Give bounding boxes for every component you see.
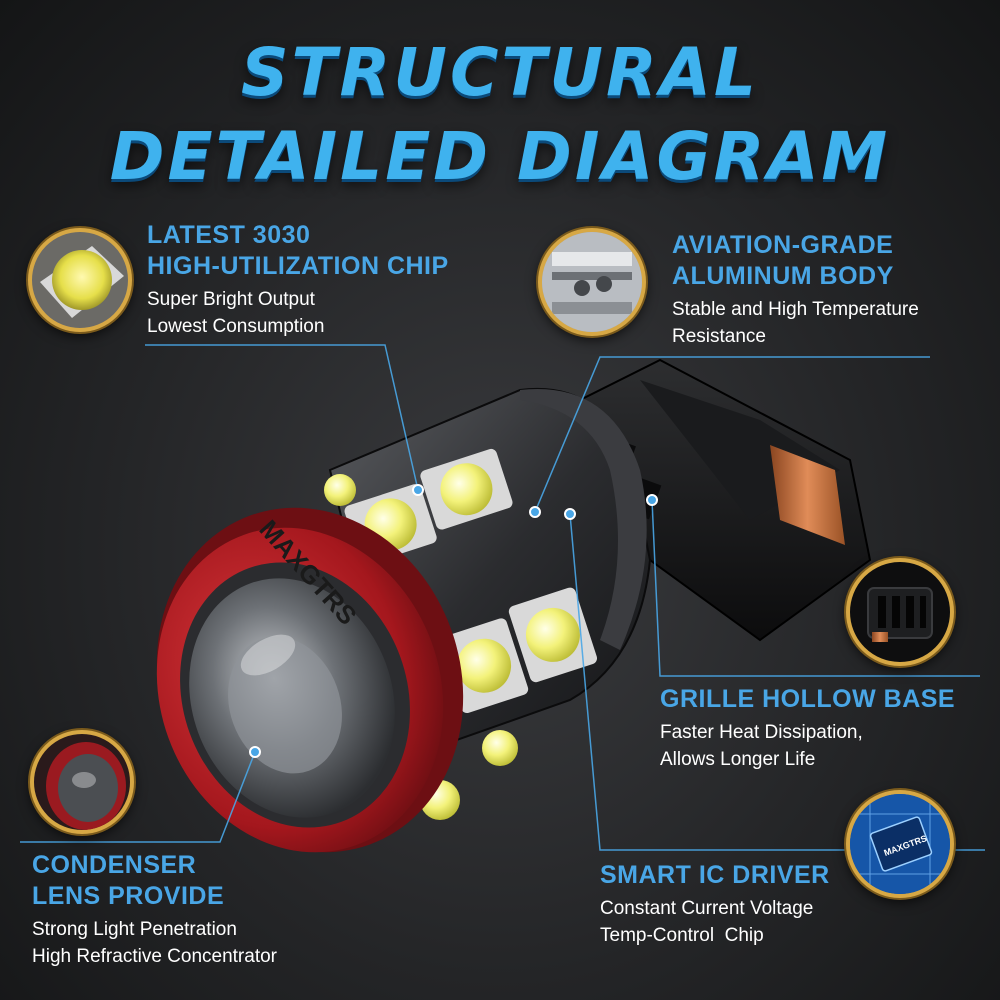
chip-thumbnail	[28, 228, 132, 332]
grille-icon	[867, 587, 933, 642]
title-line-1: STRUCTURAL	[241, 34, 759, 111]
body-title-2: ALUMINUM BODY	[672, 262, 894, 290]
callout-chip: LATEST 3030 HIGH-UTILIZATION CHIP Super …	[147, 220, 507, 340]
aluminum-body-thumbnail	[538, 228, 646, 336]
led-chips	[324, 448, 598, 820]
callout-condenser-lens: CONDENSER LENS PROVIDE Strong Light Pene…	[32, 850, 352, 970]
chip-desc-2: Lowest Consumption	[147, 316, 325, 337]
driver-desc-1: Constant Current Voltage	[600, 898, 814, 919]
chip-title-1: LATEST 3030	[147, 221, 311, 249]
ic-driver-thumbnail: MAXGTRS	[846, 790, 954, 898]
driver-desc-2: Temp-Control Chip	[600, 925, 764, 946]
chip-desc-1: Super Bright Output	[147, 289, 315, 310]
grille-base-thumbnail	[846, 558, 954, 666]
base-title-1: GRILLE HOLLOW BASE	[660, 685, 956, 713]
leader-dots	[249, 484, 658, 758]
lens-icon	[46, 742, 126, 830]
aluminum-fins-icon	[542, 232, 642, 332]
lens-title-1: CONDENSER	[32, 851, 197, 879]
driver-title-1: SMART IC DRIVER	[600, 861, 830, 889]
body-desc-2: Resistance	[672, 326, 766, 347]
chip-board-icon: MAXGTRS	[850, 794, 950, 894]
condenser-lens	[189, 578, 395, 818]
title-line-2: DETAILED DIAGRAM	[109, 118, 891, 195]
lens-desc-1: Strong Light Penetration	[32, 919, 237, 940]
body-title-1: AVIATION-GRADE	[672, 231, 894, 259]
lens-thumbnail	[30, 730, 134, 834]
base-desc-2: Allows Longer Life	[660, 749, 816, 770]
callout-grille-base: GRILLE HOLLOW BASE Faster Heat Dissipati…	[660, 684, 980, 773]
chip-icon	[40, 246, 124, 318]
chip-title-2: HIGH-UTILIZATION CHIP	[147, 252, 449, 280]
callout-aluminum-body: AVIATION-GRADE ALUMINUM BODY Stable and …	[672, 230, 992, 350]
lens-desc-2: High Refractive Concentrator	[32, 946, 277, 967]
body-desc-1: Stable and High Temperature	[672, 299, 919, 320]
lens-title-2: LENS PROVIDE	[32, 882, 225, 910]
base-desc-1: Faster Heat Dissipation,	[660, 722, 863, 743]
callout-ic-driver: SMART IC DRIVER Constant Current Voltage…	[600, 860, 860, 949]
